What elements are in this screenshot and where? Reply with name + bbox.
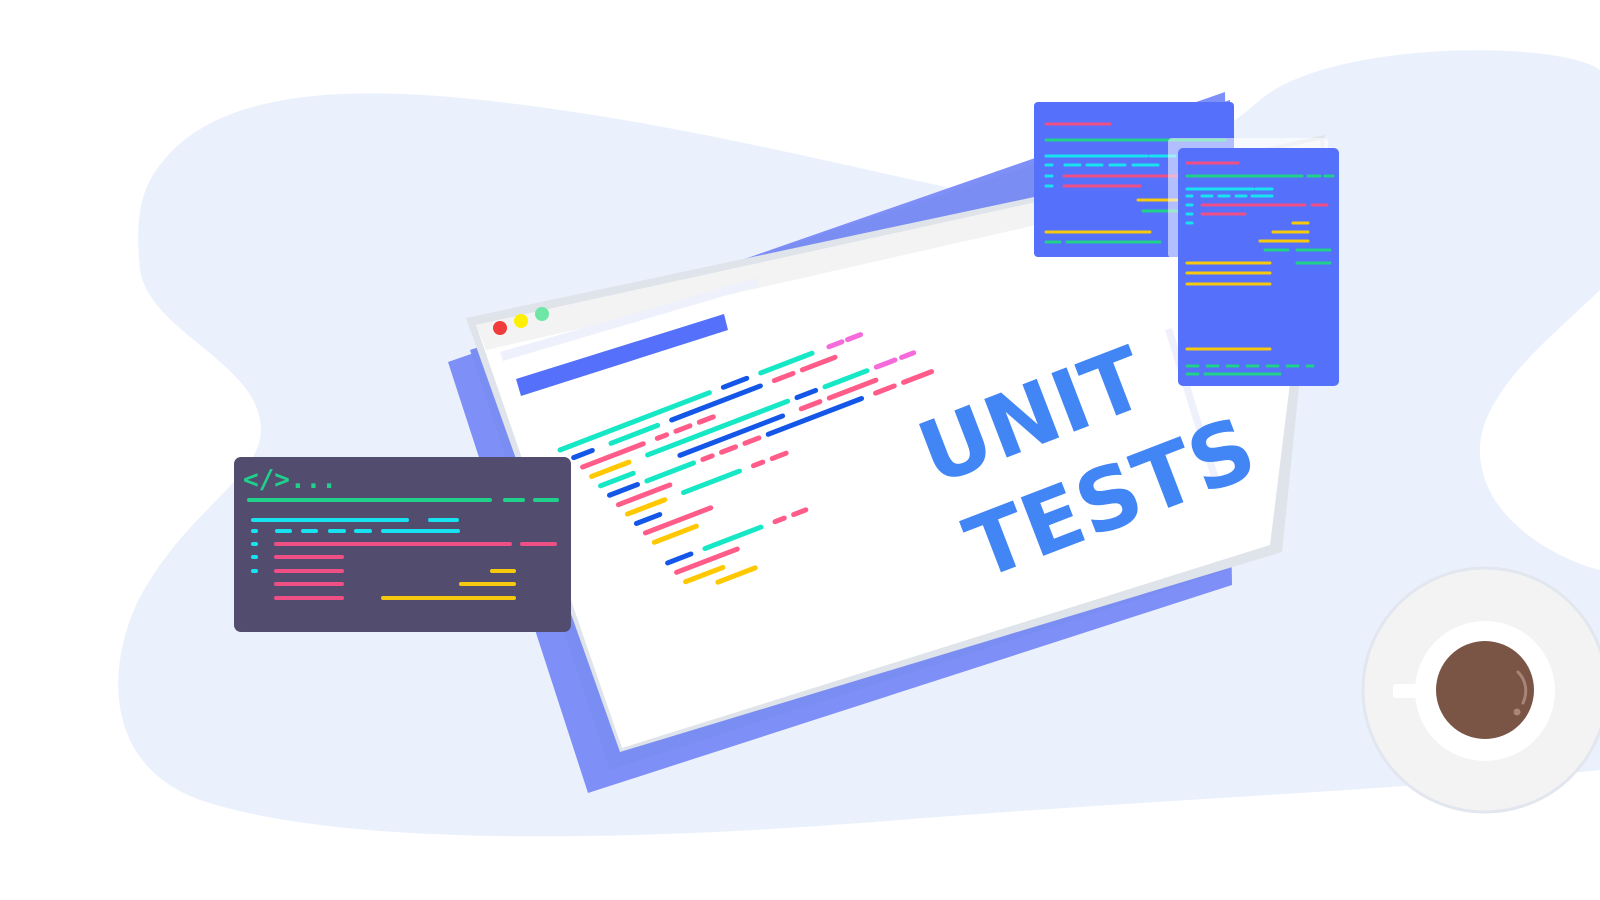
- terminal-window: </>...: [234, 457, 571, 632]
- window-maximize-dot: [535, 307, 549, 321]
- page-header-bar: [516, 314, 728, 396]
- coffee-cup-icon: [1361, 566, 1600, 814]
- background-cutout: [1480, 290, 1600, 570]
- code-lines-main: [557, 332, 935, 585]
- browser-address-bar: [500, 278, 758, 361]
- window-minimize-dot: [514, 314, 528, 328]
- code-tag-icon: </>...: [243, 465, 337, 495]
- window-close-dot: [493, 321, 507, 335]
- code-panel-front: [1178, 148, 1339, 386]
